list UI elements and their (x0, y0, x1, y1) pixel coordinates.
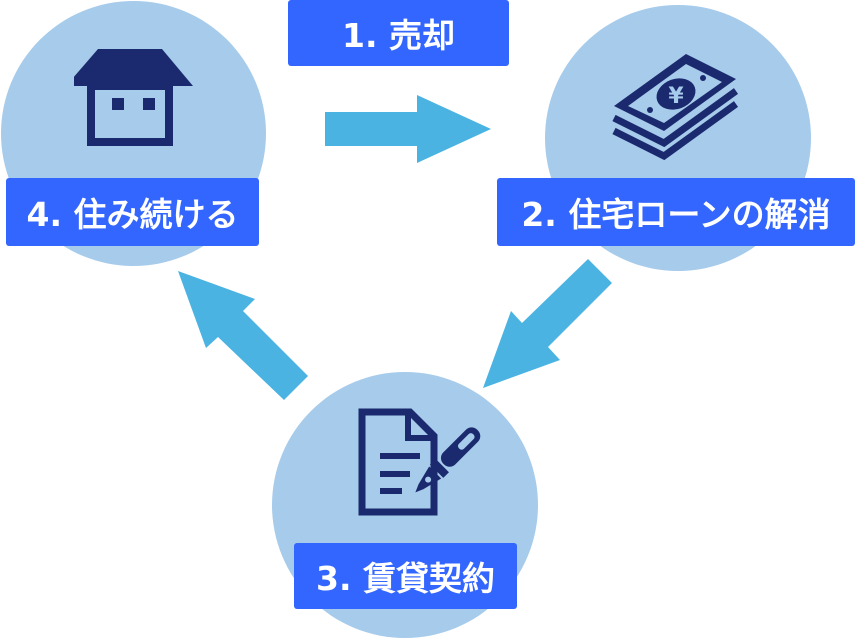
step-1-label: 1. 売却 (288, 0, 509, 66)
yen-symbol: ¥ (668, 84, 684, 109)
step-2-label: 2. 住宅ローンの解消 (497, 178, 855, 246)
arrow-up-left (178, 271, 308, 400)
step-4-label: 4. 住み続ける (6, 178, 259, 246)
money-stack-icon: ¥ (612, 54, 739, 161)
contract-pen-icon (358, 408, 481, 516)
house-icon (74, 49, 193, 146)
arrow-down-left (483, 259, 612, 388)
arrow-right (325, 95, 491, 163)
step-3-label: 3. 賃貸契約 (294, 543, 517, 609)
